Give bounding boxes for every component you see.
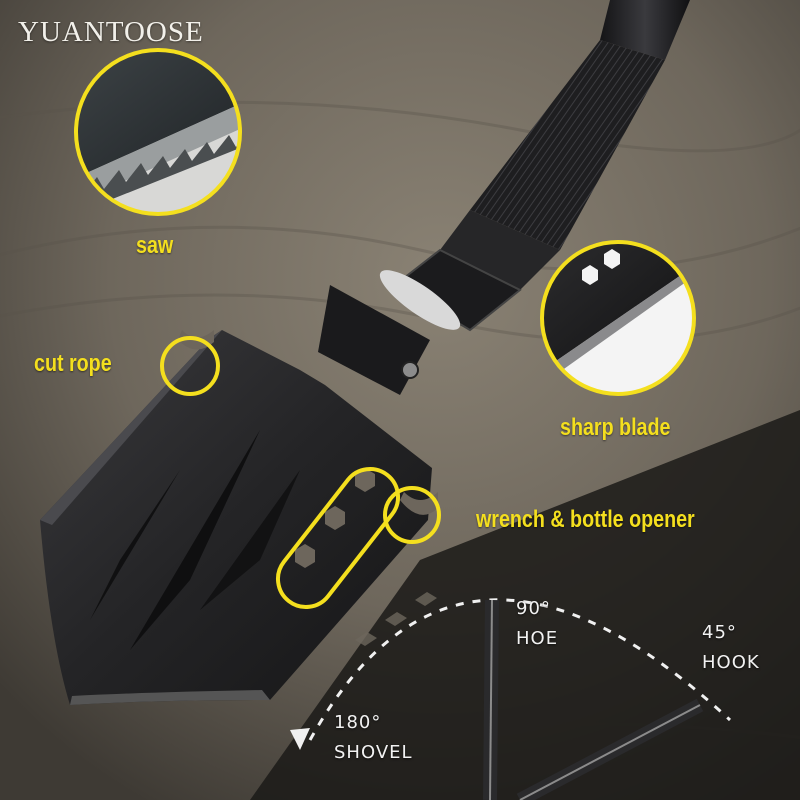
bottle-opener-highlight (383, 486, 441, 544)
shadow-holes (355, 592, 437, 646)
shovel-blade (40, 330, 438, 705)
shovel-angle: 180° (334, 712, 382, 733)
cut-rope-highlight (160, 336, 220, 396)
tool-shadow (250, 410, 800, 800)
arrow-head-icon (290, 728, 310, 750)
saw-label: saw (136, 232, 174, 259)
blade-detail-inset (540, 240, 696, 396)
saw-detail-inset (74, 48, 242, 216)
hoe-label: HOE (516, 628, 559, 649)
hook-angle: 45° (702, 622, 737, 643)
shovel-label: SHOVEL (334, 742, 413, 763)
angle-indicator (290, 598, 732, 800)
hoe-angle: 90° (516, 598, 551, 619)
wrench-opener-label: wrench & bottle opener (476, 506, 695, 533)
wrench-holes-highlight (275, 467, 401, 609)
sharp-blade-label: sharp blade (560, 414, 671, 441)
brand-logo: YUANTOOSE (18, 16, 204, 48)
handle (318, 0, 690, 395)
cut-rope-label: cut rope (34, 350, 112, 377)
hook-label: HOOK (702, 652, 760, 673)
